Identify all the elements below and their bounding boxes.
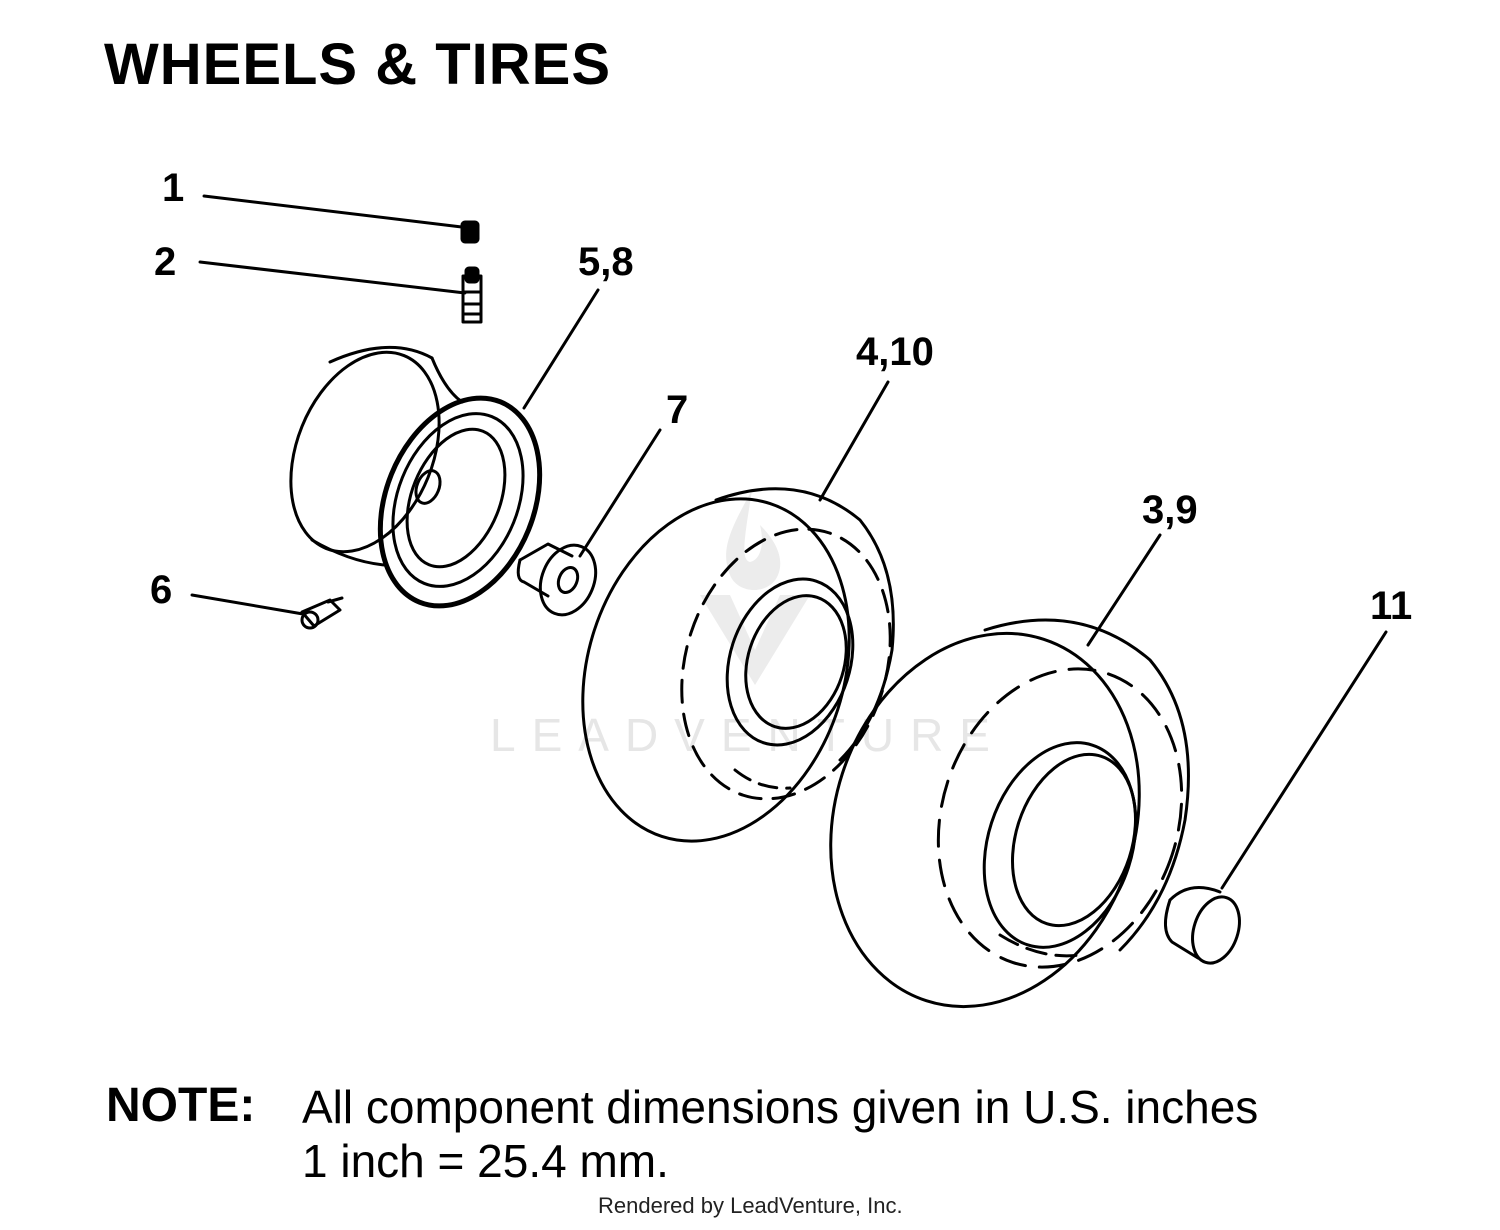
callout-5-8: 5,8 <box>578 240 634 284</box>
diagram-title: WHEELS & TIRES <box>104 32 612 97</box>
leader-lines <box>190 194 1388 890</box>
note-label: NOTE: <box>106 1079 256 1132</box>
leadventure-logo-watermark <box>700 490 810 685</box>
note-line-1: All component dimensions given in U.S. i… <box>302 1081 1259 1133</box>
valve-stem-part <box>461 266 483 324</box>
callout-11: 11 <box>1370 584 1413 628</box>
callout-1: 1 <box>162 166 185 210</box>
wheel-rim-part <box>289 345 543 609</box>
callout-7: 7 <box>666 388 689 432</box>
valve-cap-part <box>460 220 480 244</box>
rear-tire-part <box>829 618 1190 1009</box>
front-tire-part <box>581 487 895 843</box>
hub-cap-part <box>1164 886 1241 965</box>
callout-4-10: 4,10 <box>856 330 934 374</box>
rendered-by-footer: Rendered by LeadVenture, Inc. <box>598 1193 903 1218</box>
bushing-part <box>516 542 598 617</box>
watermark-text: LEADVENTURE <box>490 709 1006 761</box>
screw-part <box>300 596 344 630</box>
callout-6: 6 <box>150 568 173 612</box>
callout-3-9: 3,9 <box>1142 488 1198 532</box>
callout-2: 2 <box>154 240 177 284</box>
note-line-2: 1 inch = 25.4 mm. <box>302 1135 669 1187</box>
